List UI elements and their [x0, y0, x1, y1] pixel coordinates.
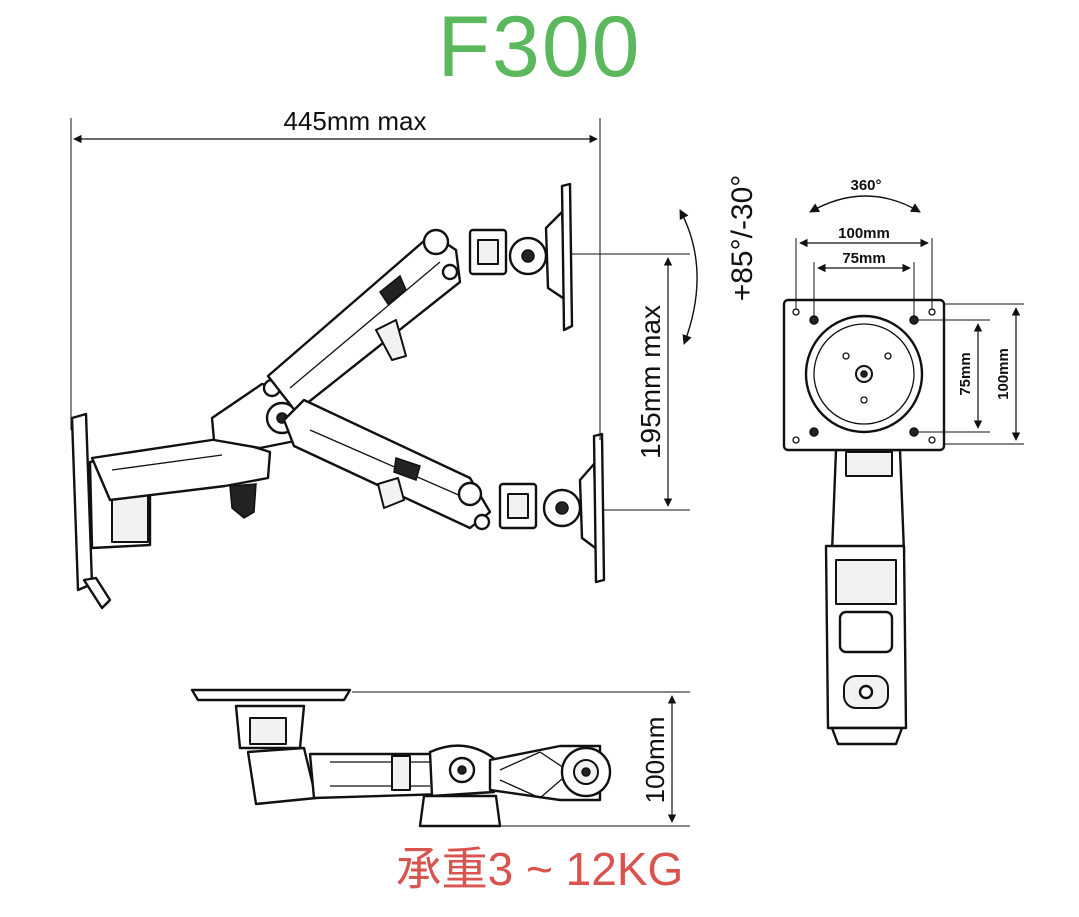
- tilt-label: +85°/-30°: [726, 175, 759, 302]
- height-dimension: 195mm max: [572, 253, 690, 511]
- height-label: 195mm max: [635, 305, 666, 459]
- upper-arm: [266, 232, 462, 414]
- lower-arm-clip: [377, 477, 405, 509]
- front-view: [782, 298, 946, 746]
- rotation-indicator: 360°: [809, 177, 921, 213]
- top-base: [418, 794, 502, 828]
- wall-plate-foot: [82, 576, 112, 610]
- width-label: 445mm max: [283, 106, 426, 136]
- vesa-inner-h-label: 75mm: [842, 250, 885, 267]
- vesa-vertical-dimensions: 75mm 100mm: [918, 303, 1024, 445]
- upper-vesa-plate: [560, 182, 574, 332]
- lower-vesa-plate: [592, 432, 606, 584]
- vesa-inner-v-label: 75mm: [957, 352, 974, 395]
- side-view: [70, 182, 606, 610]
- depth-dimension: 100mm: [352, 691, 690, 827]
- tension-knob: [229, 483, 257, 519]
- vesa-outer-v-label: 100mm: [995, 348, 1012, 400]
- vesa-outer-h-label: 100mm: [838, 225, 890, 242]
- top-arm: [308, 752, 448, 800]
- wall-plate: [70, 412, 94, 592]
- depth-label: 100mm: [640, 717, 670, 804]
- load-capacity: 承重3 ~ 12KG: [395, 843, 684, 895]
- upper-arm-clip: [375, 319, 407, 361]
- vesa-horizontal-dimensions: 100mm 75mm: [795, 225, 933, 316]
- tilt-indicator: +85°/-30°: [679, 175, 759, 345]
- bracket-clamp: [111, 491, 149, 543]
- top-view: [190, 688, 612, 828]
- width-dimension: 445mm max: [70, 106, 601, 440]
- rotation-label: 360°: [850, 177, 881, 194]
- top-plate: [190, 688, 352, 702]
- product-title: F300: [437, 0, 642, 95]
